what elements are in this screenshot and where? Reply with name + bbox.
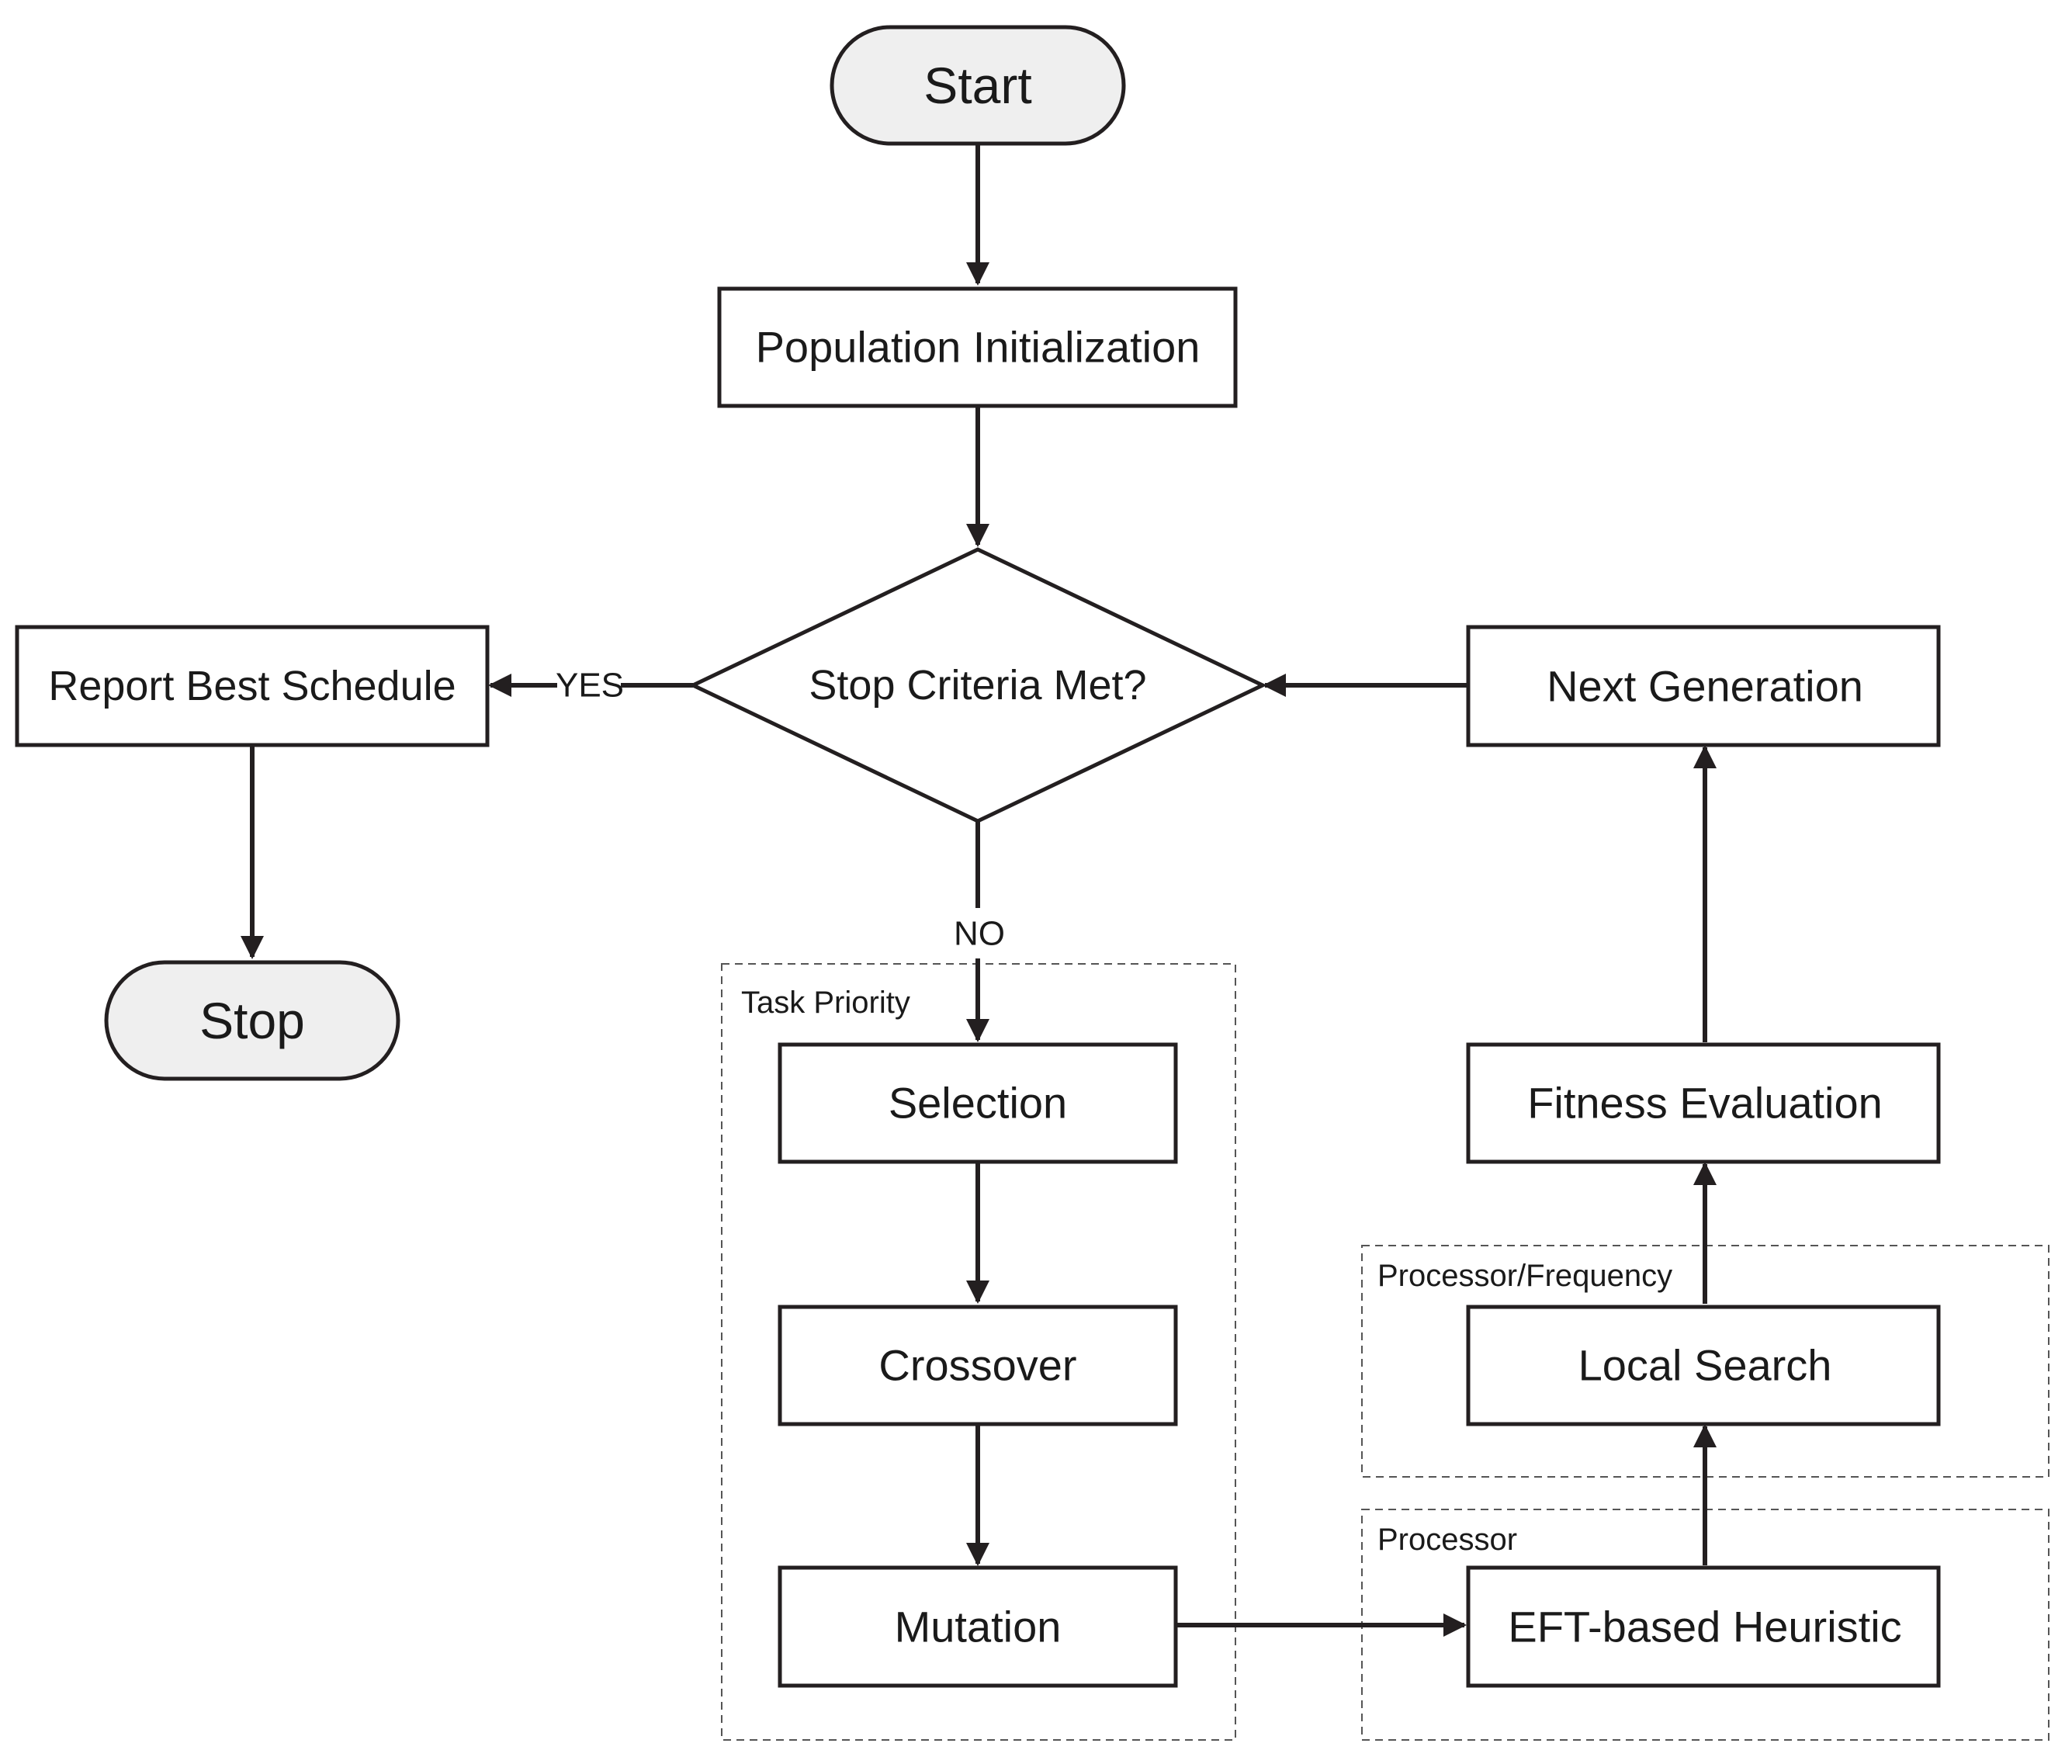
selection-label: Selection: [889, 1079, 1067, 1128]
crossover-label: Crossover: [878, 1341, 1076, 1390]
mutation-box: Mutation: [778, 1565, 1178, 1688]
selection-box: Selection: [778, 1042, 1178, 1164]
group-processor-frequency-label: Processor/Frequency: [1377, 1259, 1672, 1293]
stop-label: Stop: [199, 992, 305, 1049]
population-init-label: Population Initialization: [756, 323, 1201, 372]
start-terminal: Start: [830, 25, 1126, 146]
local-search-label: Local Search: [1578, 1341, 1832, 1390]
edge-label-no: NO: [954, 915, 1005, 953]
start-label: Start: [923, 57, 1031, 114]
report-best-box: Report Best Schedule: [15, 625, 490, 747]
stop-criteria-decision: Stop Criteria Met?: [688, 547, 1267, 823]
fitness-evaluation-box: Fitness Evaluation: [1466, 1042, 1941, 1164]
fitness-evaluation-label: Fitness Evaluation: [1527, 1079, 1883, 1128]
next-generation-box: Next Generation: [1466, 625, 1941, 747]
group-processor-label: Processor: [1377, 1523, 1517, 1557]
eft-heuristic-box: EFT-based Heuristic: [1466, 1565, 1941, 1688]
next-generation-label: Next Generation: [1547, 662, 1863, 711]
local-search-box: Local Search: [1466, 1305, 1941, 1426]
stop-criteria-label: Stop Criteria Met?: [809, 662, 1146, 709]
edge-label-yes: YES: [556, 667, 624, 705]
stop-terminal: Stop: [104, 960, 400, 1081]
group-processor-frequency: Processor/Frequency: [1361, 1245, 2049, 1478]
population-init-box: Population Initialization: [717, 286, 1238, 408]
report-best-label: Report Best Schedule: [48, 663, 456, 709]
mutation-label: Mutation: [895, 1603, 1062, 1651]
connectors: [241, 144, 1717, 1637]
crossover-box: Crossover: [778, 1305, 1178, 1426]
group-task-priority-label: Task Priority: [741, 986, 910, 1020]
eft-heuristic-label: EFT-based Heuristic: [1508, 1603, 1901, 1651]
